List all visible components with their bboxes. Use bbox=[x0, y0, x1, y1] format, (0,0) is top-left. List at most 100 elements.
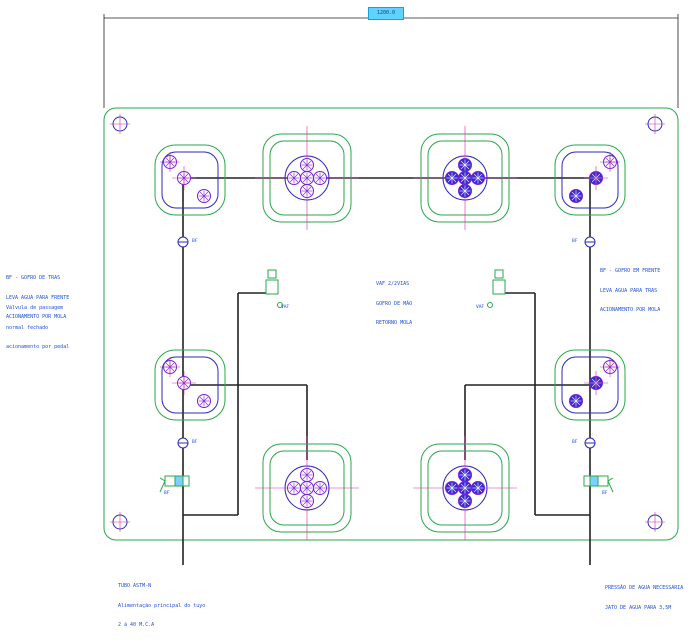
dimension-line bbox=[103, 14, 679, 108]
nozzle-spoke bbox=[460, 186, 466, 192]
nozzle-spoke bbox=[302, 190, 308, 196]
nozzle-spoke bbox=[203, 195, 209, 201]
nozzle-spoke bbox=[306, 160, 312, 166]
nozzle-spoke bbox=[447, 173, 453, 179]
nozzle-spoke bbox=[302, 470, 308, 476]
module-large-lower-right bbox=[413, 436, 517, 540]
nozzle-spoke bbox=[302, 186, 308, 192]
nozzle-spoke bbox=[199, 195, 205, 201]
module-outer bbox=[554, 144, 626, 216]
base-plate bbox=[103, 107, 679, 541]
nozzle-spoke bbox=[460, 500, 466, 506]
nozzle bbox=[569, 394, 583, 408]
nozzle bbox=[300, 494, 314, 508]
nozzle-spoke bbox=[477, 173, 483, 179]
nozzle-spoke bbox=[169, 362, 175, 368]
nozzle-spoke bbox=[293, 483, 299, 489]
nozzle-spoke bbox=[460, 190, 466, 196]
tag-bf-upper-right: BF bbox=[572, 239, 578, 244]
nozzle-spoke bbox=[460, 173, 466, 179]
module-outer bbox=[154, 349, 226, 421]
note-line: RETORNO MOLA bbox=[376, 320, 413, 326]
plan-svg bbox=[103, 14, 679, 565]
nozzle-spoke bbox=[605, 362, 611, 368]
ball-valve-lower-right bbox=[584, 437, 596, 449]
nozzle-spoke bbox=[464, 496, 470, 502]
nozzle-spoke bbox=[302, 177, 308, 183]
nozzle-spoke bbox=[306, 190, 312, 196]
nozzle-spoke bbox=[306, 470, 312, 476]
nozzle-spoke bbox=[306, 173, 312, 179]
nozzle bbox=[300, 184, 314, 198]
nozzle-spoke bbox=[315, 483, 321, 489]
mounting-hole-br bbox=[645, 512, 665, 532]
nozzle-spoke bbox=[179, 177, 185, 183]
nozzle-spoke bbox=[473, 483, 479, 489]
nozzle-spoke bbox=[319, 173, 325, 179]
dimension-value-box: 1200.0 bbox=[368, 7, 404, 20]
nozzle-spoke bbox=[609, 366, 615, 372]
nozzle-spoke bbox=[451, 177, 457, 183]
nozzle-spoke bbox=[451, 483, 457, 489]
nozzle bbox=[471, 481, 485, 495]
nozzle-spoke bbox=[179, 382, 185, 388]
mounting-hole-tr bbox=[645, 114, 665, 134]
nozzle-spoke bbox=[203, 396, 209, 402]
tag-vaf-left: VAF bbox=[281, 305, 290, 310]
nozzle-spoke bbox=[591, 173, 597, 179]
nozzle bbox=[458, 494, 472, 508]
tag-bf-lower-right: BF bbox=[572, 440, 578, 445]
nozzle-spoke bbox=[165, 157, 171, 163]
nozzle-spoke bbox=[477, 177, 483, 183]
module-small-lower-right bbox=[554, 349, 626, 421]
mounting-holes bbox=[110, 114, 665, 532]
nozzle-spoke bbox=[591, 177, 597, 183]
note-line: Válvula de passagem bbox=[6, 305, 64, 311]
nozzle-spoke bbox=[165, 362, 171, 368]
module-inner bbox=[161, 151, 219, 209]
nozzle-spoke bbox=[575, 195, 581, 201]
module-large-lower-left bbox=[255, 436, 359, 540]
nozzle-spoke bbox=[306, 487, 312, 493]
nozzle-spoke bbox=[571, 195, 577, 201]
nozzle-spoke bbox=[179, 173, 185, 179]
nozzle-spoke bbox=[464, 186, 470, 192]
nozzle bbox=[458, 158, 472, 172]
note-line: TUBO ASTM-N bbox=[118, 583, 152, 589]
nozzle-spoke bbox=[595, 378, 601, 384]
nozzle-spoke bbox=[595, 177, 601, 183]
nozzle-spoke bbox=[464, 470, 470, 476]
nozzle-spoke bbox=[302, 500, 308, 506]
nozzle bbox=[313, 171, 327, 185]
nozzle-spoke bbox=[169, 157, 175, 163]
note-line: 2 à 40 M.C.A bbox=[118, 622, 155, 628]
nozzle-spoke bbox=[183, 382, 189, 388]
note-line: Alimentação principal do tuyo bbox=[118, 602, 206, 609]
nozzle-spoke bbox=[591, 382, 597, 388]
nozzle-spoke bbox=[315, 177, 321, 183]
nozzle-spoke bbox=[571, 400, 577, 406]
nozzle-spoke bbox=[605, 366, 611, 372]
nozzle-spoke bbox=[319, 177, 325, 183]
nozzle-spoke bbox=[183, 378, 189, 384]
nozzle-spoke bbox=[464, 164, 470, 170]
nozzle-spoke bbox=[183, 177, 189, 183]
nozzle-spoke bbox=[289, 173, 295, 179]
nozzle-spoke bbox=[165, 161, 171, 167]
nozzle-spoke bbox=[460, 164, 466, 170]
nozzle bbox=[197, 394, 211, 408]
nozzle-spoke bbox=[306, 177, 312, 183]
nozzle-spoke bbox=[306, 164, 312, 170]
nozzle-spoke bbox=[609, 157, 615, 163]
note-line: ACIONAMENTO POR MOLA bbox=[6, 314, 67, 320]
nozzle-spoke bbox=[199, 191, 205, 197]
note-line: GOFRO DE MÃO bbox=[376, 300, 413, 307]
nozzle-spoke bbox=[293, 487, 299, 493]
nozzle-spoke bbox=[460, 177, 466, 183]
nozzle-spoke bbox=[199, 400, 205, 406]
note-right: BF - GOFRO EM FRENTE LEVA AGUA PARA TRAS… bbox=[600, 255, 660, 327]
nozzle-spoke bbox=[319, 483, 325, 489]
nozzle-spoke bbox=[169, 366, 175, 372]
nozzle-spoke bbox=[293, 173, 299, 179]
note-line: LEVA AGUA PARA TRAS bbox=[600, 287, 658, 294]
